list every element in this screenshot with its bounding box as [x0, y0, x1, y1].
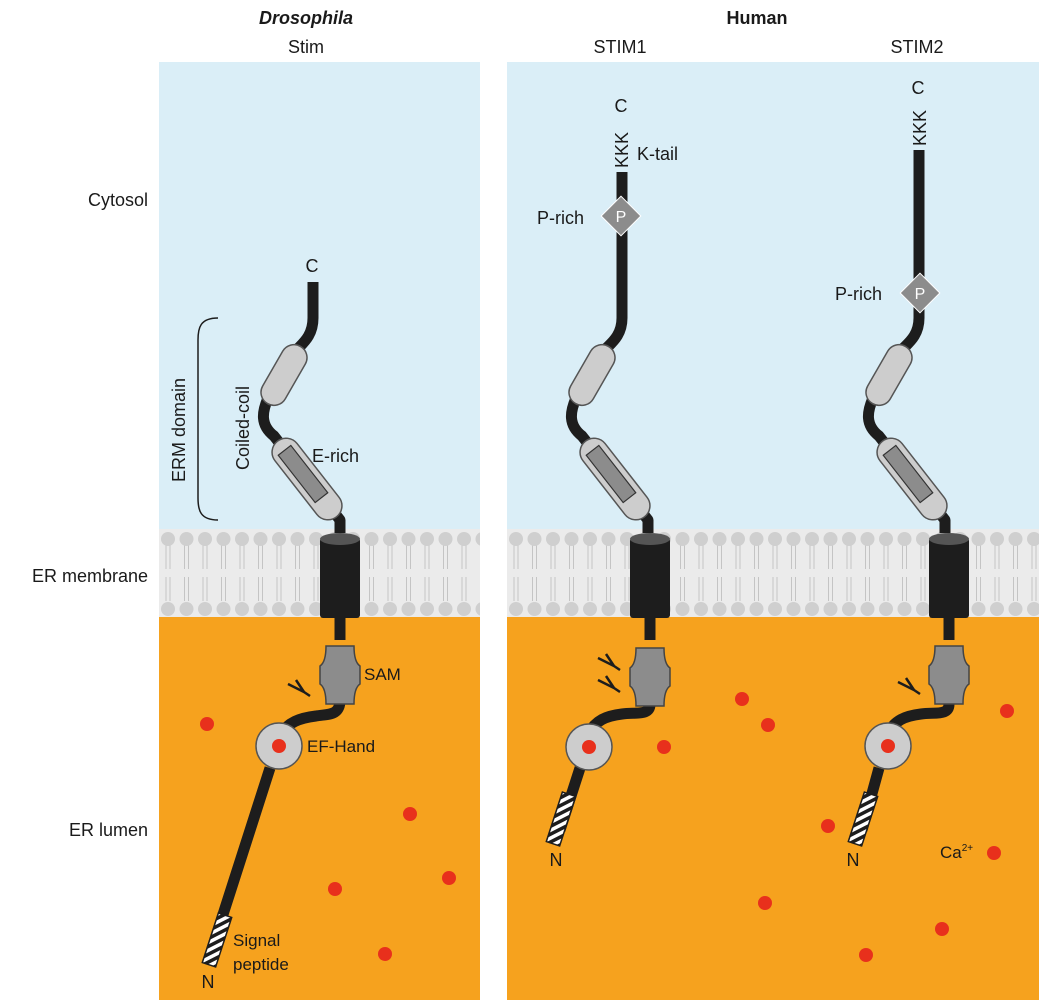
ca-ion: [657, 740, 671, 754]
label-c-drosophila: C: [306, 256, 319, 276]
coiled-coil-domain: [865, 343, 913, 407]
header-stim1: STIM1: [593, 37, 646, 57]
transmembrane-domain: [929, 538, 969, 618]
label-kkk-stim2: KKK: [910, 110, 930, 146]
calcium-ions: [200, 692, 1014, 962]
stim-protein: [201, 282, 361, 968]
label-n-stim1: N: [550, 850, 563, 870]
label-er-lumen: ER lumen: [69, 820, 148, 840]
label-c-stim2: C: [912, 78, 925, 98]
signal-peptide: [545, 791, 577, 847]
ca-ion: [442, 871, 456, 885]
membrane-lipids: [159, 529, 480, 617]
erm-bracket: [197, 317, 219, 521]
label-n-drosophila: N: [202, 972, 215, 992]
label-signal: Signal: [233, 931, 280, 950]
signal-peptide: [847, 791, 879, 847]
label-sam: SAM: [364, 665, 401, 684]
label-p: P: [915, 286, 926, 303]
label-er-membrane: ER membrane: [32, 566, 148, 586]
signal-peptide: [201, 912, 233, 968]
transmembrane-domain: [320, 538, 360, 618]
e-rich-core: [277, 444, 329, 504]
ca-ion: [735, 692, 749, 706]
label-erm-domain: ERM domain: [169, 378, 189, 482]
coiled-coil-domain: [260, 343, 308, 407]
label-peptide: peptide: [233, 955, 289, 974]
coiled-coil-domain: [568, 343, 616, 407]
ca-ion: [328, 882, 342, 896]
ca-ion: [758, 896, 772, 910]
sam-domain: [629, 647, 671, 707]
transmembrane-top: [320, 533, 360, 545]
ca-ion: [935, 922, 949, 936]
panel-drosophila: [159, 62, 480, 1000]
label-coiled-coil: Coiled-coil: [233, 386, 253, 470]
label-c-stim1: C: [615, 96, 628, 116]
label-p: P: [616, 209, 627, 226]
cytosol-region: [159, 62, 480, 529]
glycosylation-icon: [897, 677, 921, 696]
label-k-tail: K-tail: [637, 144, 678, 164]
ca-ion: [378, 947, 392, 961]
ca-ion: [403, 807, 417, 821]
label-e-rich: E-rich: [312, 446, 359, 466]
ca-ion: [987, 846, 1001, 860]
glycosylation-icon: [287, 679, 311, 698]
ef-hand-ca: [881, 739, 895, 753]
label-n-stim2: N: [847, 850, 860, 870]
label-ef-hand: EF-Hand: [307, 737, 375, 756]
ca-ion: [821, 819, 835, 833]
ca-ion: [761, 718, 775, 732]
transmembrane-top: [929, 533, 969, 545]
header-stim2: STIM2: [890, 37, 943, 57]
ca-ion: [1000, 704, 1014, 718]
header-drosophila: Drosophila: [259, 8, 353, 28]
header-stim: Stim: [288, 37, 324, 57]
transmembrane-domain: [630, 538, 670, 618]
label-p-rich-stim1: P-rich: [537, 208, 584, 228]
e-rich-core: [585, 444, 637, 504]
stim1-protein: [545, 172, 671, 847]
ca-ion: [859, 948, 873, 962]
glycosylation-icon: [597, 653, 621, 694]
ef-hand-ca: [272, 739, 286, 753]
sam-domain: [319, 645, 361, 705]
ca-ion: [200, 717, 214, 731]
p-rich-diamond: [899, 272, 941, 314]
label-cytosol: Cytosol: [88, 190, 148, 210]
label-ca: Ca2+: [940, 843, 973, 862]
transmembrane-top: [630, 533, 670, 545]
p-rich-diamond: [600, 195, 642, 237]
label-p-rich-stim2: P-rich: [835, 284, 882, 304]
label-kkk-stim1: KKK: [612, 132, 632, 168]
header-human: Human: [726, 8, 787, 28]
e-rich-core: [882, 444, 934, 504]
sam-domain: [928, 645, 970, 705]
ef-hand-ca: [582, 740, 596, 754]
stim2-protein: [847, 150, 970, 847]
